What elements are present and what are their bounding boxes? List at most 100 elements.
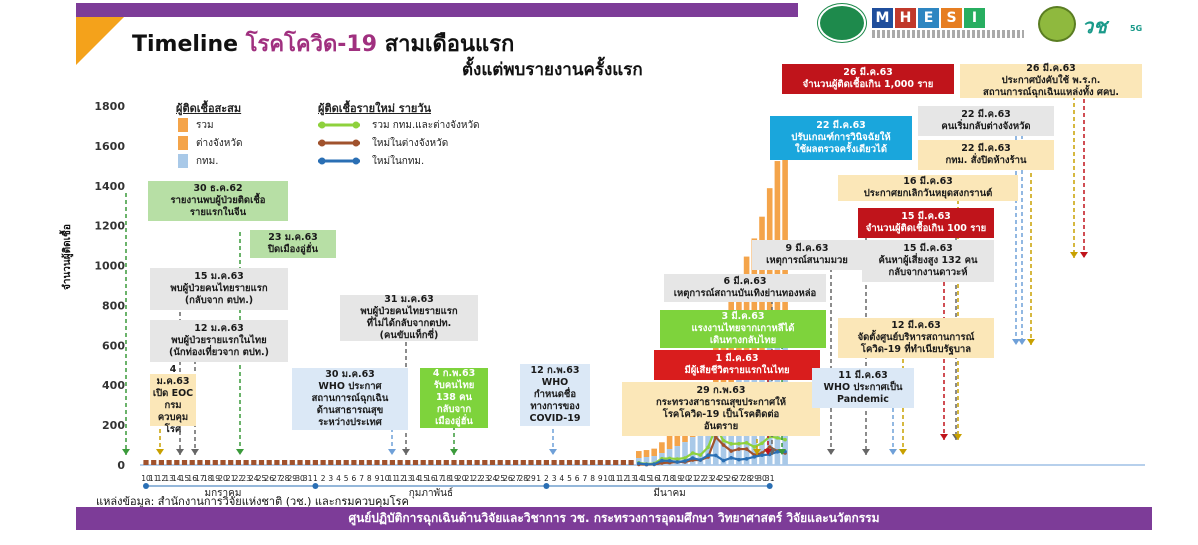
- daily-baseline-bar: [197, 460, 203, 465]
- daily-baseline-bar: [258, 460, 265, 465]
- daily-bangkok-point: [698, 458, 703, 462]
- legend-daily-dot: [352, 139, 360, 147]
- daily-baseline-bar: [528, 460, 534, 465]
- x-tick-label: 22: [472, 474, 482, 483]
- ddc-logo-icon: [818, 4, 866, 42]
- daily-total-point: [706, 445, 710, 450]
- daily-baseline-bar: [582, 460, 588, 465]
- x-tick-label: 16: [187, 474, 197, 483]
- annotation-arrowhead: [122, 449, 130, 455]
- x-tick-label: 14: [634, 474, 644, 483]
- daily-baseline-bar: [513, 460, 519, 465]
- x-tick-label: 12: [395, 474, 405, 483]
- x-tick-label: 13: [626, 474, 636, 483]
- annotation-arrowhead: [402, 449, 410, 455]
- daily-baseline-bar: [520, 460, 526, 465]
- annotation-text: เหตุการณ์สถานบันเทิงย่านทองหล่อ: [673, 288, 817, 299]
- cumulative-province-bar: [651, 448, 657, 457]
- daily-baseline-bar: [228, 460, 234, 465]
- annotation-arrowhead: [1027, 339, 1035, 345]
- legend-cumulative-swatch: [178, 154, 188, 168]
- x-tick-label: 23: [241, 474, 251, 483]
- daily-baseline-bar: [536, 460, 542, 465]
- daily-baseline-bar: [605, 460, 611, 465]
- x-tick-label: 19: [449, 474, 459, 483]
- annotation-arrowhead: [236, 449, 244, 455]
- daily-baseline-bar: [389, 460, 395, 465]
- daily-baseline-bar: [343, 460, 349, 465]
- x-tick-label: 21: [226, 474, 236, 483]
- daily-total-point: [737, 441, 741, 446]
- daily-baseline-bar: [320, 460, 326, 465]
- daily-bangkok-point: [721, 458, 726, 463]
- daily-total-point: [675, 457, 680, 461]
- daily-baseline-bar: [405, 460, 411, 465]
- legend-cumulative-label: ต่างจังหวัด: [196, 138, 243, 149]
- cumulative-province-bar: [643, 450, 650, 458]
- mhesi-logo-subtitle: [872, 30, 1024, 38]
- daily-baseline-bar: [551, 460, 557, 465]
- annotation-date: 12 ก.พ.63: [530, 365, 580, 376]
- annotation-date: 26 มี.ค.63: [1026, 63, 1076, 74]
- x-tick-label: 11: [149, 474, 159, 483]
- daily-bangkok-point: [760, 453, 764, 458]
- x-tick-label: 8: [367, 474, 372, 483]
- x-tick-label: 4: [559, 474, 564, 483]
- daily-baseline-bar: [181, 460, 188, 465]
- x-tick-label: 31: [765, 474, 775, 483]
- annotation-date: 22 มี.ค.63: [961, 109, 1011, 120]
- x-tick-label: 21: [688, 474, 698, 483]
- x-tick-label: 24: [488, 474, 498, 483]
- daily-total-point: [760, 441, 764, 446]
- daily-bangkok-point: [652, 462, 656, 467]
- daily-baseline-bar: [174, 460, 180, 465]
- daily-bangkok-point: [690, 456, 695, 460]
- x-tick-label: 18: [203, 474, 213, 483]
- month-label: มีนาคม: [653, 487, 685, 499]
- daily-baseline-bar: [251, 460, 257, 465]
- y-tick-label: 400: [102, 379, 125, 392]
- daily-baseline-bar: [497, 460, 503, 465]
- mhesi-letter: M: [872, 8, 893, 28]
- x-tick-label: 12: [157, 474, 167, 483]
- annotation-date: 1 มี.ค.63: [715, 353, 759, 364]
- x-tick-label: 6: [352, 474, 357, 483]
- annotation-arrowhead: [1012, 339, 1020, 345]
- title-en: Timeline: [132, 32, 239, 57]
- x-tick-label: 29: [526, 474, 536, 483]
- data-source-note: แหล่งข้อมูล: สำนักงานการวิจัยแห่งชาติ (ว…: [96, 495, 409, 508]
- daily-province-point: [721, 443, 726, 447]
- cumulative-province-bar: [666, 435, 673, 450]
- annotation-date: 26 มี.ค.63: [843, 67, 893, 78]
- annotation-text: กระทรวงสาธารณสุขประกาศให้ โรคโควิด-19 เป…: [655, 397, 787, 432]
- daily-baseline-bar: [443, 460, 449, 465]
- x-tick-label: 31: [303, 474, 313, 483]
- daily-total-point: [752, 445, 757, 449]
- cumulative-bangkok-bar: [697, 432, 704, 465]
- daily-baseline-bar: [220, 460, 226, 465]
- daily-bangkok-point: [714, 453, 718, 458]
- annotation-arrowhead: [1070, 252, 1078, 258]
- x-tick-label: 20: [218, 474, 228, 483]
- x-tick-label: 29: [750, 474, 760, 483]
- annotation-text: รับคนไทย 138 คน กลับจาก เมืองอู่ฮั่น: [433, 380, 475, 427]
- daily-baseline-bar: [158, 460, 164, 465]
- x-tick-label: 29: [288, 474, 298, 483]
- daily-baseline-bar: [359, 460, 365, 465]
- x-tick-label: 22: [234, 474, 244, 483]
- x-tick-label: 1: [536, 474, 541, 483]
- x-tick-label: 28: [519, 474, 529, 483]
- daily-baseline-bar: [590, 460, 596, 465]
- daily-baseline-bar: [266, 460, 272, 465]
- x-tick-label: 7: [583, 474, 588, 483]
- x-tick-label: 28: [742, 474, 752, 483]
- x-tick-label: 24: [711, 474, 721, 483]
- daily-baseline-bar: [412, 460, 419, 465]
- daily-baseline-bar: [289, 460, 295, 465]
- daily-baseline-bar: [566, 460, 573, 465]
